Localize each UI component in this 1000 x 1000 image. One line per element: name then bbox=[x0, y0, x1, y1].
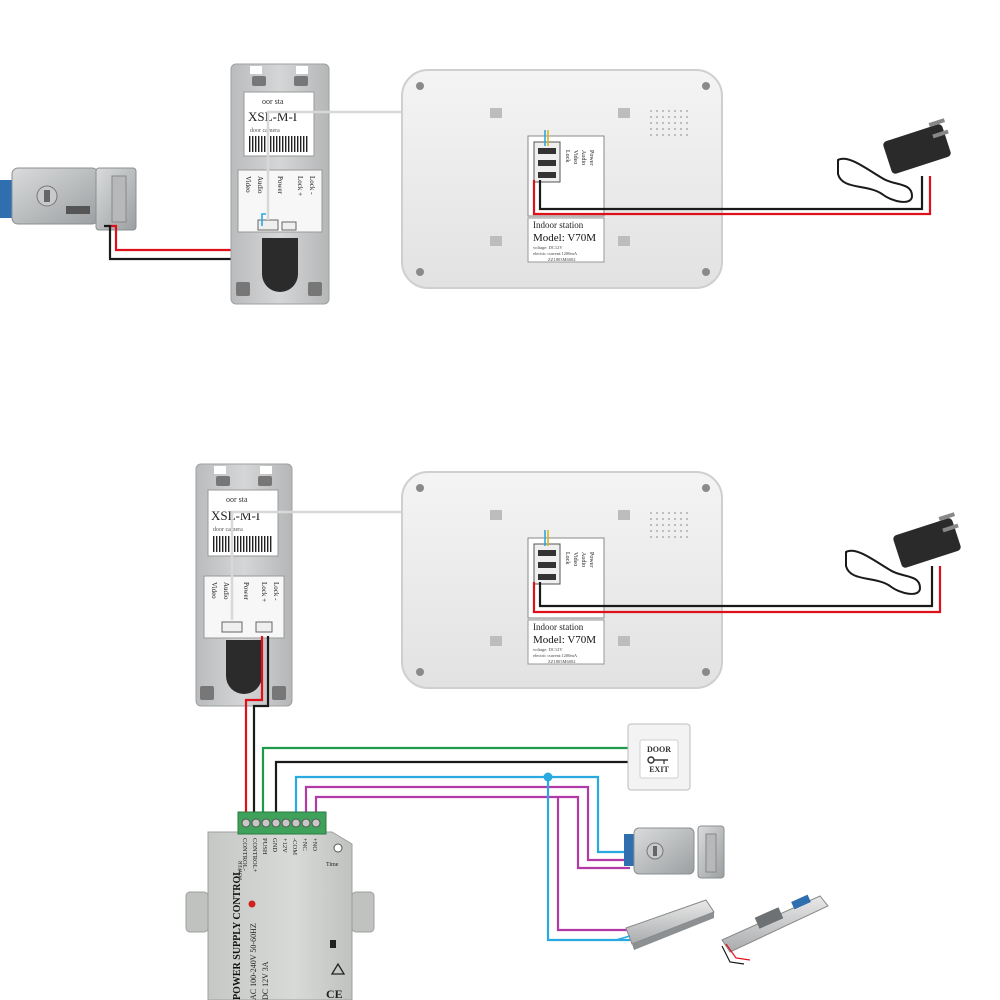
power-wire-red-top bbox=[532, 176, 932, 216]
exit-button-line2: EXIT bbox=[649, 765, 669, 774]
indoor-monitor-top: Lock Video Audio Power Indoor station Mo… bbox=[401, 69, 723, 289]
warning-triangle-icon bbox=[330, 962, 346, 975]
indoor-label-current-top: electric current:1200mA bbox=[533, 251, 578, 256]
psu-wire-black bbox=[252, 636, 270, 820]
terminal-label-lock-plus: Lock + bbox=[260, 582, 268, 602]
psu-time-label: Time bbox=[326, 862, 339, 868]
port-label-audio: Audio bbox=[580, 552, 586, 567]
indoor-label-barcode-top: ZZ1803M6002 bbox=[548, 257, 576, 262]
psu-power-label: POWER bbox=[238, 860, 244, 880]
electric-bolt bbox=[721, 894, 829, 965]
indoor-label-title-bottom: Indoor station bbox=[533, 622, 584, 632]
psu-terminal-nc: +NC bbox=[301, 838, 308, 851]
outdoor-label-sub-bottom: door camera bbox=[213, 527, 243, 533]
control-wire-blue bbox=[294, 775, 630, 854]
indoor-label-voltage-bottom: voltage: DC12V bbox=[533, 647, 563, 652]
psu-input-spec: AC 100-240V 50-60HZ bbox=[249, 923, 258, 1000]
exit-button: DOOR EXIT bbox=[627, 723, 691, 791]
power-led-icon bbox=[248, 900, 256, 908]
outdoor-camera-panel-bottom: oor sta XSL-M-I door camera Video Audio … bbox=[195, 463, 293, 707]
power-adapter-bottom bbox=[845, 512, 961, 595]
power-wire-black-bottom bbox=[538, 566, 934, 608]
outdoor-label-header-top: oor sta bbox=[262, 97, 284, 106]
psu-terminal-com: -COM bbox=[291, 838, 298, 855]
outdoor-camera-panel-top: oor sta XSL-M-I door camera Video Audio … bbox=[230, 63, 330, 305]
control-wire-magenta bbox=[314, 795, 630, 870]
power-wire-black-top bbox=[538, 176, 924, 211]
psu-output-spec: DC 12V 3A bbox=[261, 961, 270, 1000]
outdoor-label-brand-bottom: XSL-M-I bbox=[211, 508, 260, 523]
control-wire-green bbox=[261, 746, 630, 820]
indoor-label-title-top: Indoor station bbox=[533, 220, 584, 230]
terminal-label-power: Power bbox=[242, 582, 250, 601]
psu-terminal-control-minus: CONTROL- bbox=[241, 838, 248, 871]
psu-terminal-screws bbox=[241, 818, 321, 828]
electric-lock-top bbox=[0, 167, 137, 231]
indoor-label-model-bottom: Model: V70M bbox=[533, 634, 596, 646]
indoor-label-voltage-top: voltage: DC12V bbox=[533, 245, 563, 250]
junction-dot bbox=[543, 772, 553, 782]
power-supply-control-box: CONTROL- CONTROL+ PUSH GND +12V -COM +NC… bbox=[185, 811, 375, 1000]
outdoor-terminal-labels-top: Video Audio Power Lock + Lock - bbox=[244, 176, 316, 196]
port-label-video: Video bbox=[572, 552, 578, 566]
terminal-label-video: Video bbox=[210, 582, 218, 599]
indoor-label-barcode-bottom: ZZ1803M6002 bbox=[548, 659, 576, 664]
magnetic-lock bbox=[615, 899, 715, 950]
terminal-label-lock-minus: Lock - bbox=[272, 582, 280, 601]
terminal-label-audio: Audio bbox=[222, 582, 230, 600]
psu-terminal-gnd: GND bbox=[271, 838, 278, 852]
control-wire-black bbox=[274, 760, 630, 820]
psu-ce-mark: CE bbox=[326, 987, 343, 1000]
psu-title: POWER SUPPLY CONTROL bbox=[232, 869, 243, 1000]
power-wire-red-bottom bbox=[532, 566, 942, 614]
indoor-port-labels-top: Lock Video Audio Power bbox=[564, 150, 594, 165]
terminal-label-power: Power bbox=[276, 176, 284, 195]
psu-terminal-push: PUSH bbox=[261, 838, 268, 855]
key-icon bbox=[647, 756, 668, 764]
port-label-lock: Lock bbox=[564, 552, 570, 564]
port-label-power: Power bbox=[588, 150, 594, 165]
time-dial-icon bbox=[333, 843, 343, 853]
outdoor-label-sub-top: door camera bbox=[250, 128, 280, 134]
port-label-audio: Audio bbox=[580, 150, 586, 165]
port-label-lock: Lock bbox=[564, 150, 570, 162]
maglock-wire-blue bbox=[546, 777, 630, 942]
indoor-label-model-top: Model: V70M bbox=[533, 232, 596, 244]
power-adapter-top bbox=[837, 118, 951, 203]
psu-terminal-labels: CONTROL- CONTROL+ PUSH GND +12V -COM +NC… bbox=[241, 838, 318, 873]
top-section: oor sta XSL-M-I door camera Video Audio … bbox=[0, 63, 951, 305]
psu-terminal-control-plus: CONTROL+ bbox=[251, 838, 258, 873]
terminal-label-audio: Audio bbox=[256, 176, 264, 194]
outdoor-terminal-labels-bottom: Video Audio Power Lock + Lock - bbox=[210, 582, 280, 602]
indoor-monitor-bottom: Lock Video Audio Power Indoor station Mo… bbox=[401, 471, 723, 689]
port-label-video: Video bbox=[572, 150, 578, 164]
terminal-label-lock-minus: Lock - bbox=[308, 176, 316, 195]
psu-terminal-12v: +12V bbox=[281, 838, 288, 853]
psu-terminal-no: +NO bbox=[311, 838, 318, 851]
control-wire-purple bbox=[304, 785, 630, 862]
port-label-power: Power bbox=[588, 552, 594, 567]
electric-lock-bottom bbox=[624, 825, 725, 879]
bottom-section: oor sta XSL-M-I door camera Video Audio … bbox=[185, 463, 961, 1000]
maglock-wire-purple bbox=[556, 797, 630, 932]
indoor-label-current-bottom: electric current:1200mA bbox=[533, 653, 578, 658]
exit-button-line1: DOOR bbox=[647, 745, 671, 754]
psu-wire-red bbox=[244, 636, 264, 820]
terminal-label-video: Video bbox=[244, 176, 252, 193]
outdoor-label-header-bottom: oor sta bbox=[226, 495, 248, 504]
terminal-label-lock-plus: Lock + bbox=[296, 176, 304, 196]
indoor-port-labels-bottom: Lock Video Audio Power bbox=[564, 552, 594, 567]
signal-wire-colored-top bbox=[261, 213, 266, 226]
